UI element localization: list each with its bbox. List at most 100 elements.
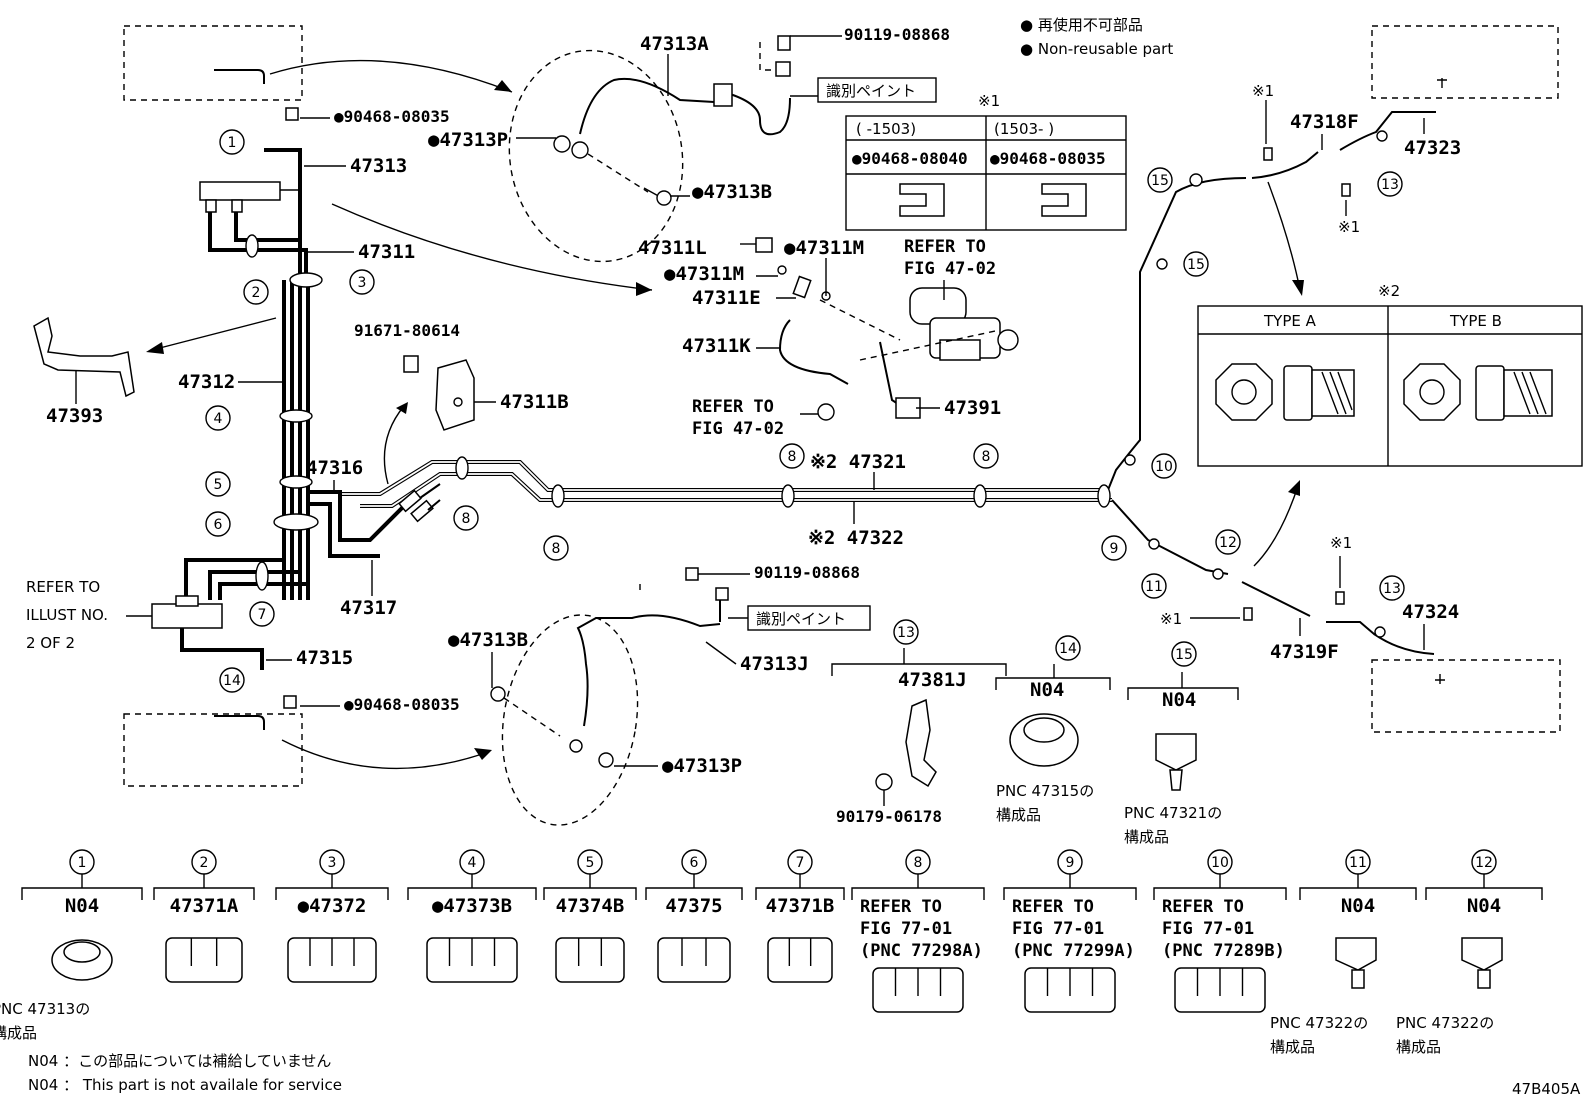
group-15-frame bbox=[1127, 687, 1239, 700]
clamp-legend-refer-pnc: (PNC 77299A) bbox=[1012, 941, 1135, 961]
clamp-legend-number: 1 bbox=[78, 855, 87, 871]
arrow-to-front-left-hose bbox=[269, 59, 513, 93]
label-47311B: 47311B bbox=[500, 391, 569, 413]
callout-15: 15 bbox=[1183, 251, 1209, 277]
front-right-wheel-box bbox=[1371, 25, 1559, 99]
label-47381J: 47381J bbox=[898, 669, 967, 691]
clamp-legend-note: 構成品 bbox=[0, 1024, 37, 1042]
clamp-legend-label: 47371B bbox=[766, 895, 835, 917]
clip-n1-b bbox=[1341, 183, 1351, 197]
clamp-legend-number: 3 bbox=[328, 855, 337, 871]
callout-number: 2 bbox=[252, 285, 261, 301]
label-47313B-top: ●47313B bbox=[692, 181, 772, 203]
callout-number: 15 bbox=[1151, 173, 1169, 189]
callout-8: 8 bbox=[779, 443, 805, 469]
label-47313A: 47313A bbox=[640, 33, 709, 55]
clip-n1-c bbox=[1335, 591, 1345, 605]
label-n04-15: N04 bbox=[1162, 689, 1196, 711]
label-47311E: 47311E bbox=[692, 287, 761, 309]
callout-number: 13 bbox=[1383, 581, 1401, 597]
clamp-legend-number: 10 bbox=[1211, 855, 1229, 871]
callout-13: 13 bbox=[1379, 575, 1405, 601]
pipe-union-47316 bbox=[398, 483, 441, 523]
callout-number: 12 bbox=[1219, 535, 1237, 551]
clamp-legend-part-drawing bbox=[51, 939, 113, 981]
clamp-legend-3: 3●47372 bbox=[275, 849, 389, 983]
clamp-legend-number: 5 bbox=[586, 855, 595, 871]
clamp-legend-refer-pnc: (PNC 77289B) bbox=[1162, 941, 1285, 961]
callout-8: 8 bbox=[973, 443, 999, 469]
label-pnc15-2: 構成品 bbox=[1124, 828, 1169, 846]
label-refer-fig4702-b1: REFER TO bbox=[692, 397, 774, 417]
clamp-legend-2: 2 47371A bbox=[153, 849, 255, 983]
label-47324: 47324 bbox=[1402, 601, 1459, 623]
callout-14: 14 bbox=[219, 667, 245, 693]
clamp-legend-note: PNC 47322の bbox=[1396, 1014, 1494, 1032]
clamp-legend-note: PNC 47313の bbox=[0, 1000, 90, 1018]
callout-number: 4 bbox=[214, 411, 223, 427]
clamp-legend-number: 7 bbox=[796, 855, 805, 871]
clamp-legend-refer-pnc: (PNC 77298A) bbox=[860, 941, 983, 961]
label-47313P-top: ●47313P bbox=[428, 129, 508, 151]
callout-15: 15 bbox=[1147, 167, 1173, 193]
brake-master-cylinder bbox=[740, 237, 1019, 421]
callout-8: 8 bbox=[453, 505, 479, 531]
label-47319F: 47319F bbox=[1270, 641, 1339, 663]
label-47323: 47323 bbox=[1404, 137, 1461, 159]
clamp-legend-label: REFER TO bbox=[1012, 897, 1094, 917]
clamp-legend-number: 2 bbox=[200, 855, 209, 871]
label-47313J: 47313J bbox=[740, 653, 809, 675]
clamp-legend-label: REFER TO bbox=[860, 897, 942, 917]
clip-n1-d bbox=[1243, 607, 1253, 621]
label-n04-14: N04 bbox=[1030, 679, 1064, 701]
label-47318F: 47318F bbox=[1290, 111, 1359, 133]
label-90468-top: ●90468-08035 bbox=[334, 107, 450, 126]
label-47311K: 47311K bbox=[682, 335, 751, 357]
clamp-legend-part-drawing bbox=[1461, 937, 1503, 989]
label-47311M-a: ●47311M bbox=[784, 237, 864, 259]
callout-13: 13 bbox=[1377, 171, 1403, 197]
clamp-legend-note: 構成品 bbox=[1396, 1038, 1441, 1056]
front-left-flex-hose bbox=[508, 35, 791, 263]
callout-number: 10 bbox=[1155, 459, 1173, 475]
label-paint-top: 識別ペイント bbox=[826, 82, 916, 100]
callout-number: 7 bbox=[258, 607, 267, 623]
clamp-legend-number: 6 bbox=[690, 855, 699, 871]
clamp-legend-note: PNC 47322の bbox=[1270, 1014, 1368, 1032]
clamp-legend-note: 構成品 bbox=[1270, 1038, 1315, 1056]
label-pnc15-1: PNC 47321の bbox=[1124, 804, 1222, 822]
rear-right-wheel-box bbox=[1371, 659, 1561, 733]
callout-7: 7 bbox=[249, 601, 275, 627]
label-paint-bot: 識別ペイント bbox=[756, 610, 846, 628]
callout-number: 1 bbox=[228, 135, 237, 151]
label-90179: 90179-06178 bbox=[836, 807, 942, 826]
label-90468-bot: ●90468-08035 bbox=[344, 695, 460, 714]
clamp-legend-number: 12 bbox=[1475, 855, 1493, 871]
footer-jp: N04 ：この部品については補給していません bbox=[28, 1052, 331, 1070]
mark-n1-a: ※1 bbox=[1252, 82, 1274, 100]
bracket-47393 bbox=[33, 316, 135, 398]
clamp-legend-part-drawing bbox=[555, 937, 625, 983]
clamp-legend-refer-fig: FIG 77-01 bbox=[1162, 919, 1254, 939]
label-47322: ※2 47322 bbox=[808, 527, 904, 549]
clamp-legend-label: 47371A bbox=[170, 895, 239, 917]
callout-number: 3 bbox=[358, 275, 367, 291]
clamp-legend-7: 7 47371B bbox=[755, 849, 845, 983]
arrow-to-type-table bbox=[1267, 181, 1301, 291]
callout-8: 8 bbox=[543, 535, 569, 561]
clamp-legend-part-drawing bbox=[165, 937, 243, 983]
table-n1: ※1 ( -1503) (1503- ) ●90468-08040 ●90468… bbox=[845, 92, 1127, 231]
callout-10: 10 bbox=[1151, 453, 1177, 479]
legend-en: ● Non-reusable part bbox=[1020, 40, 1173, 58]
part-labels: 47313A 90119-08868 識別ペイント ●90468-08035 ●… bbox=[26, 25, 1581, 1098]
clamp-legend-label: ●47373B bbox=[432, 895, 512, 917]
callout-1: 1 bbox=[219, 129, 245, 155]
callout-6: 6 bbox=[205, 511, 231, 537]
group-13-frame bbox=[831, 663, 1007, 676]
callout-12: 12 bbox=[1215, 529, 1241, 555]
callout-number: 5 bbox=[214, 477, 223, 493]
callout-14: 14 bbox=[1055, 635, 1081, 661]
